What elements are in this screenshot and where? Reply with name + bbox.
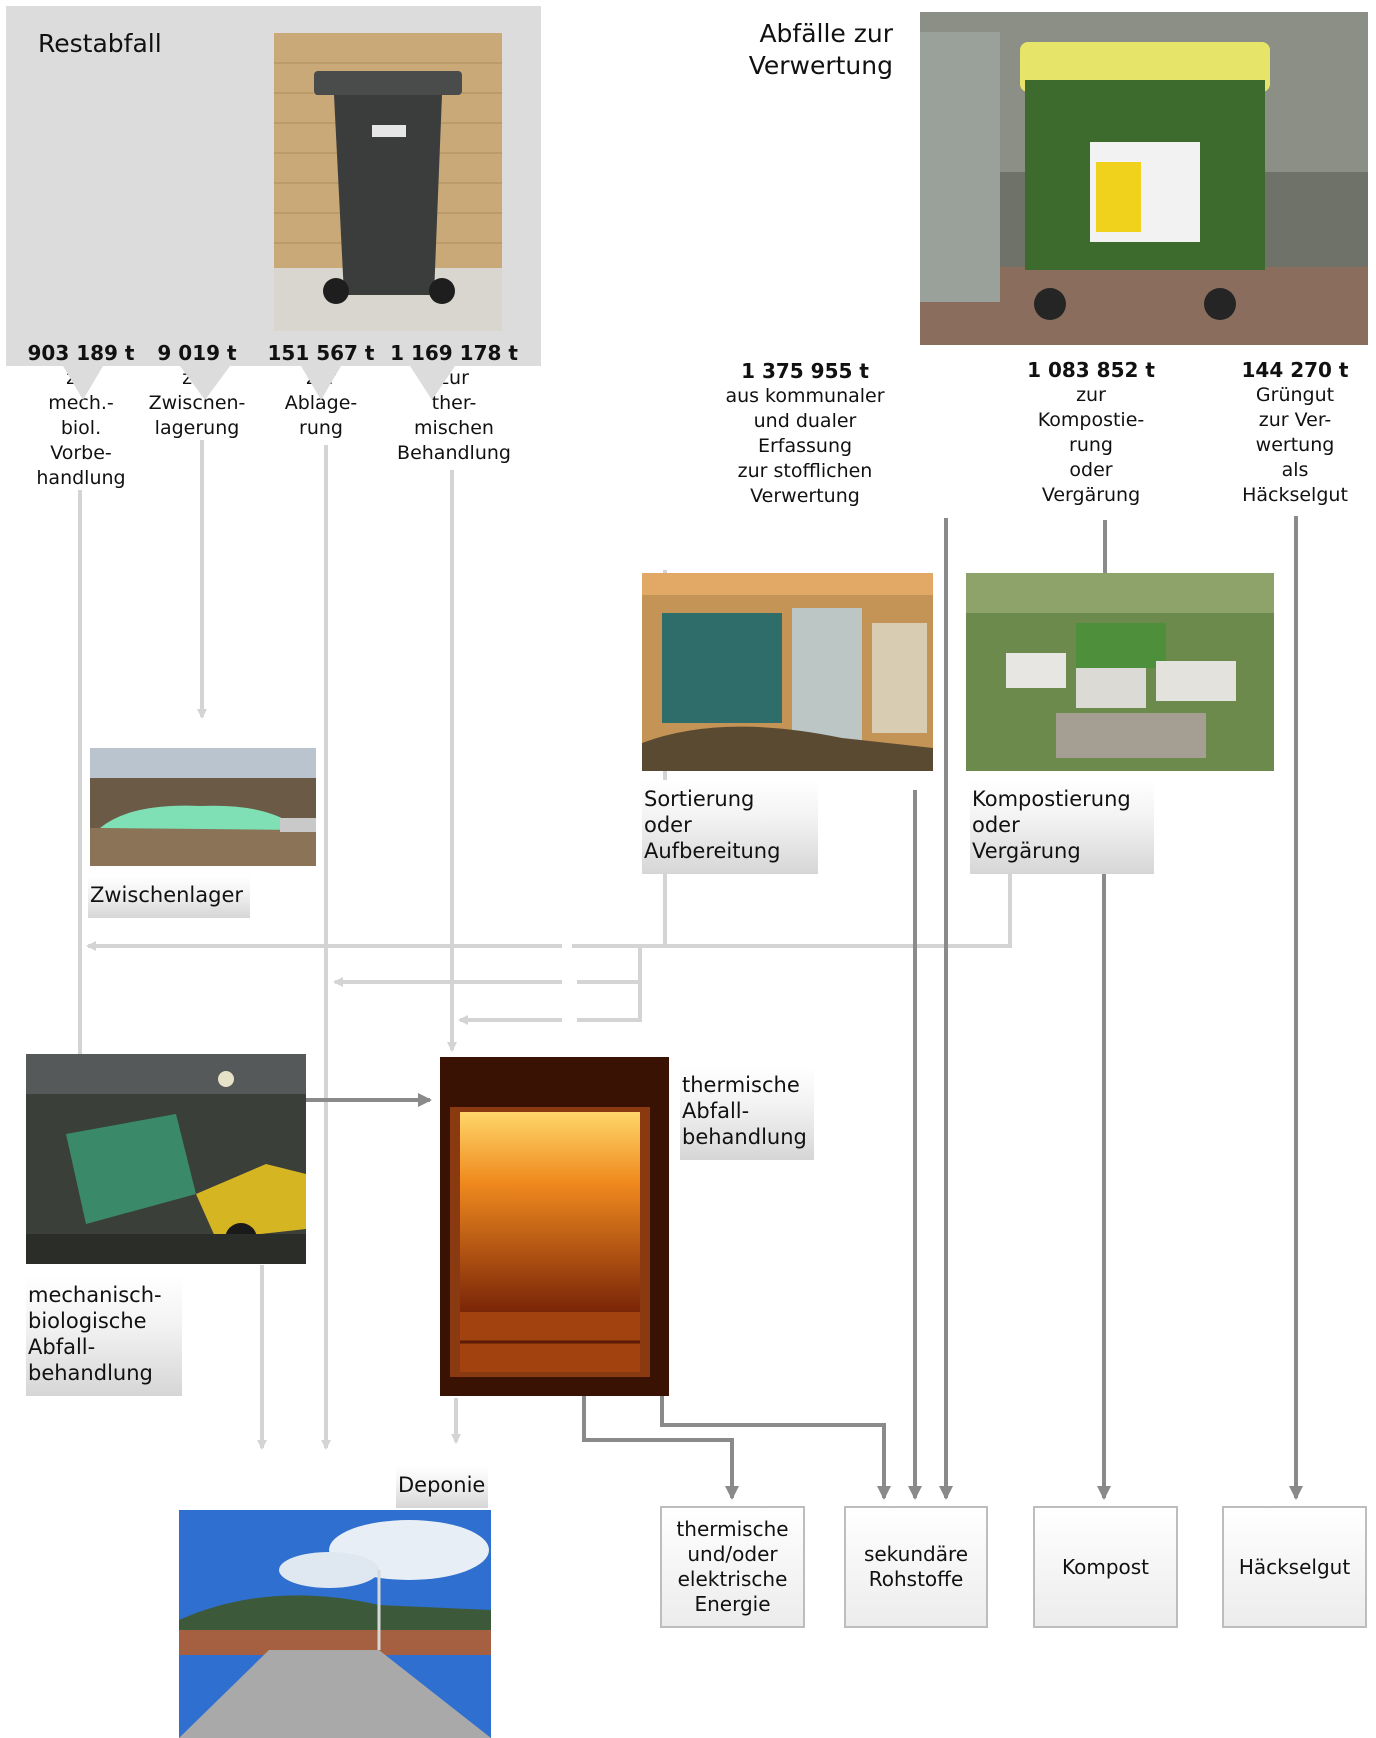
label-deponie: Deponie [396,1466,488,1508]
stream-amount: 144 270 t [1241,358,1349,382]
stream-amount: 903 189 t [27,341,135,365]
restabfall-title: Restabfall [38,29,162,58]
stream-desc: zurZwischen-lagerung [148,367,246,439]
output-haeckselgut: Häckselgut [1222,1506,1367,1628]
incinerator-fire-photo [440,1057,669,1396]
waste-bin-photo [274,33,502,331]
output-kompost: Kompost [1033,1506,1178,1628]
stream-amount: 1 169 178 t [390,341,518,365]
storage-bales-photo [90,748,316,866]
verwertung-title: Abfälle zur Verwertung [748,19,893,80]
sorting-plant-photo [642,573,933,771]
composting-plant-photo [966,573,1274,771]
recycling-container-photo [920,12,1368,345]
stream-amount: 1 375 955 t [741,359,869,383]
stream-amount: 151 567 t [267,341,375,365]
stream-amount: 1 083 852 t [1027,358,1155,382]
landfill-photo [179,1510,491,1738]
label-zwischenlager: Zwischenlager [88,876,250,918]
mba-plant-photo [26,1054,306,1264]
stream-amount: 9 019 t [157,341,237,365]
stream-zwischenlagerung: 9 019 t zurZwischen-lagerung [142,340,252,441]
